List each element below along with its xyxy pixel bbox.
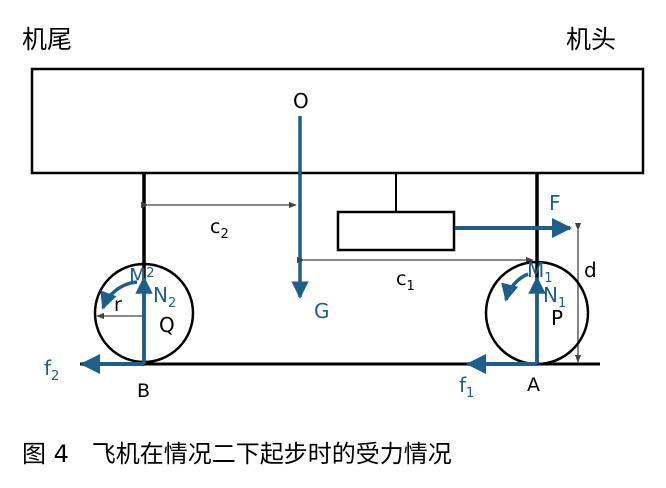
label-r: r — [114, 294, 122, 316]
moment-M1-arrow — [501, 272, 529, 302]
label-Q: Q — [159, 313, 175, 337]
fuselage-body — [30, 67, 645, 175]
label-N2: N2 — [153, 283, 176, 311]
label-head: 机头 — [566, 25, 616, 54]
label-d: d — [584, 258, 597, 282]
figure-caption: 图 4 飞机在情况二下起步时的受力情况 — [22, 440, 452, 468]
label-c2: c2 — [210, 216, 229, 242]
tow-box — [336, 210, 456, 252]
label-c1: c1 — [396, 268, 415, 294]
label-B: B — [137, 380, 150, 402]
label-f1: f1 — [459, 373, 474, 401]
label-P: P — [551, 306, 563, 330]
label-O: O — [293, 89, 309, 113]
label-M1: M1 — [527, 258, 553, 286]
moment-M2-arrow — [100, 280, 138, 310]
label-M2: M2 — [129, 264, 155, 288]
label-F: F — [549, 191, 561, 215]
label-N1: N1 — [543, 283, 566, 311]
label-A: A — [527, 374, 540, 396]
label-f2: f2 — [44, 356, 59, 384]
label-G: G — [314, 299, 330, 323]
label-tail: 机尾 — [22, 25, 72, 54]
